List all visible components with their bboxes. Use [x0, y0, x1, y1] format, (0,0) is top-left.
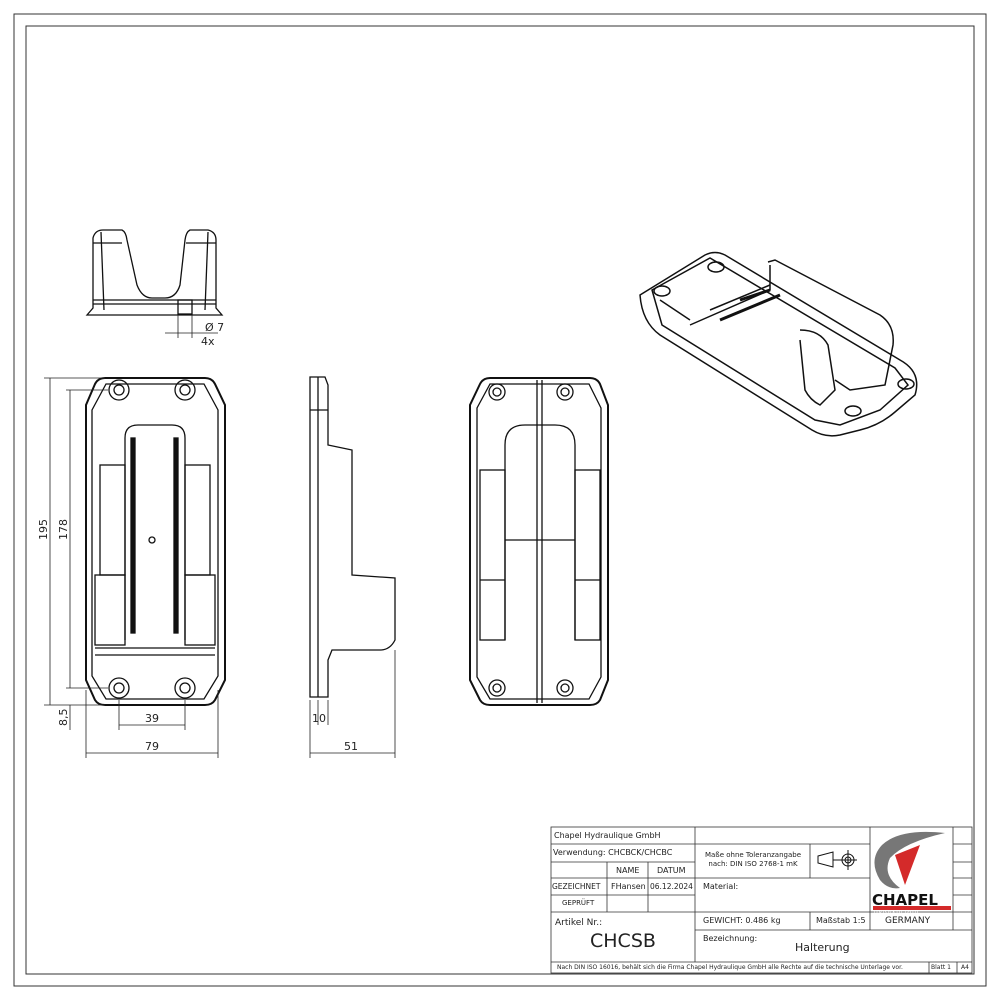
hole-count-label: 4x	[201, 335, 215, 348]
dimension-lines	[44, 315, 396, 758]
article-label: Artikel Nr.:	[555, 918, 603, 928]
projection-symbol-icon	[817, 850, 857, 870]
material-label: Material:	[703, 882, 739, 891]
overall-width-label: 79	[145, 740, 159, 753]
overall-length-label: 195	[37, 519, 50, 540]
logo-subtext: HYDRAULIQUE	[874, 911, 922, 917]
name-header: NAME	[616, 866, 640, 875]
outer-border	[13, 13, 987, 987]
company-name: Chapel Hydraulique GmbH	[554, 831, 661, 840]
usage-field: Verwendung: CHCBCK/CHCBC	[553, 848, 673, 857]
bottom-view	[469, 377, 609, 706]
hole-spacing-length-label: 178	[57, 519, 70, 540]
designation-label: Bezeichnung:	[703, 934, 758, 943]
hole-diameter-label: Ø 7	[205, 321, 224, 334]
date-header: DATUM	[657, 866, 686, 875]
hole-spacing-width-label: 39	[145, 712, 159, 725]
overall-height-label: 51	[344, 740, 358, 753]
isometric-view	[639, 251, 918, 437]
title-block-grid	[550, 826, 973, 974]
front-view	[85, 229, 224, 316]
svg-text:CHAPEL: CHAPEL	[872, 891, 938, 909]
scale-field: Maßstab 1:5	[816, 916, 866, 925]
rights-footer: Nach DIN ISO 16016, behält sich die Firm…	[557, 964, 903, 971]
chapel-logo: CHAPEL	[872, 831, 951, 910]
tolerance-line-2: nach: DIN ISO 2768-1 mK	[708, 860, 798, 868]
weight-field: GEWICHT: 0.486 kg	[703, 916, 781, 925]
hole-edge-offset-label: 8,5	[57, 709, 70, 727]
tolerance-line-1: Maße ohne Toleranzangabe	[704, 851, 802, 859]
plan-view	[85, 377, 226, 706]
designation-value: Halterung	[795, 941, 850, 954]
side-view	[309, 376, 396, 698]
paper-format: A4	[961, 964, 969, 971]
drawn-date: 06.12.2024	[650, 882, 693, 891]
drawn-name: FHansen	[611, 882, 646, 891]
article-number: CHCSB	[590, 930, 656, 952]
drawn-label: GEZEICHNET	[552, 882, 601, 891]
drawing-frame	[25, 25, 975, 975]
country-label: GERMANY	[885, 916, 931, 926]
sheet-number: Blatt 1	[931, 964, 951, 971]
base-thickness-label: 10	[312, 712, 326, 725]
checked-label: GEPRÜFT	[562, 899, 595, 907]
